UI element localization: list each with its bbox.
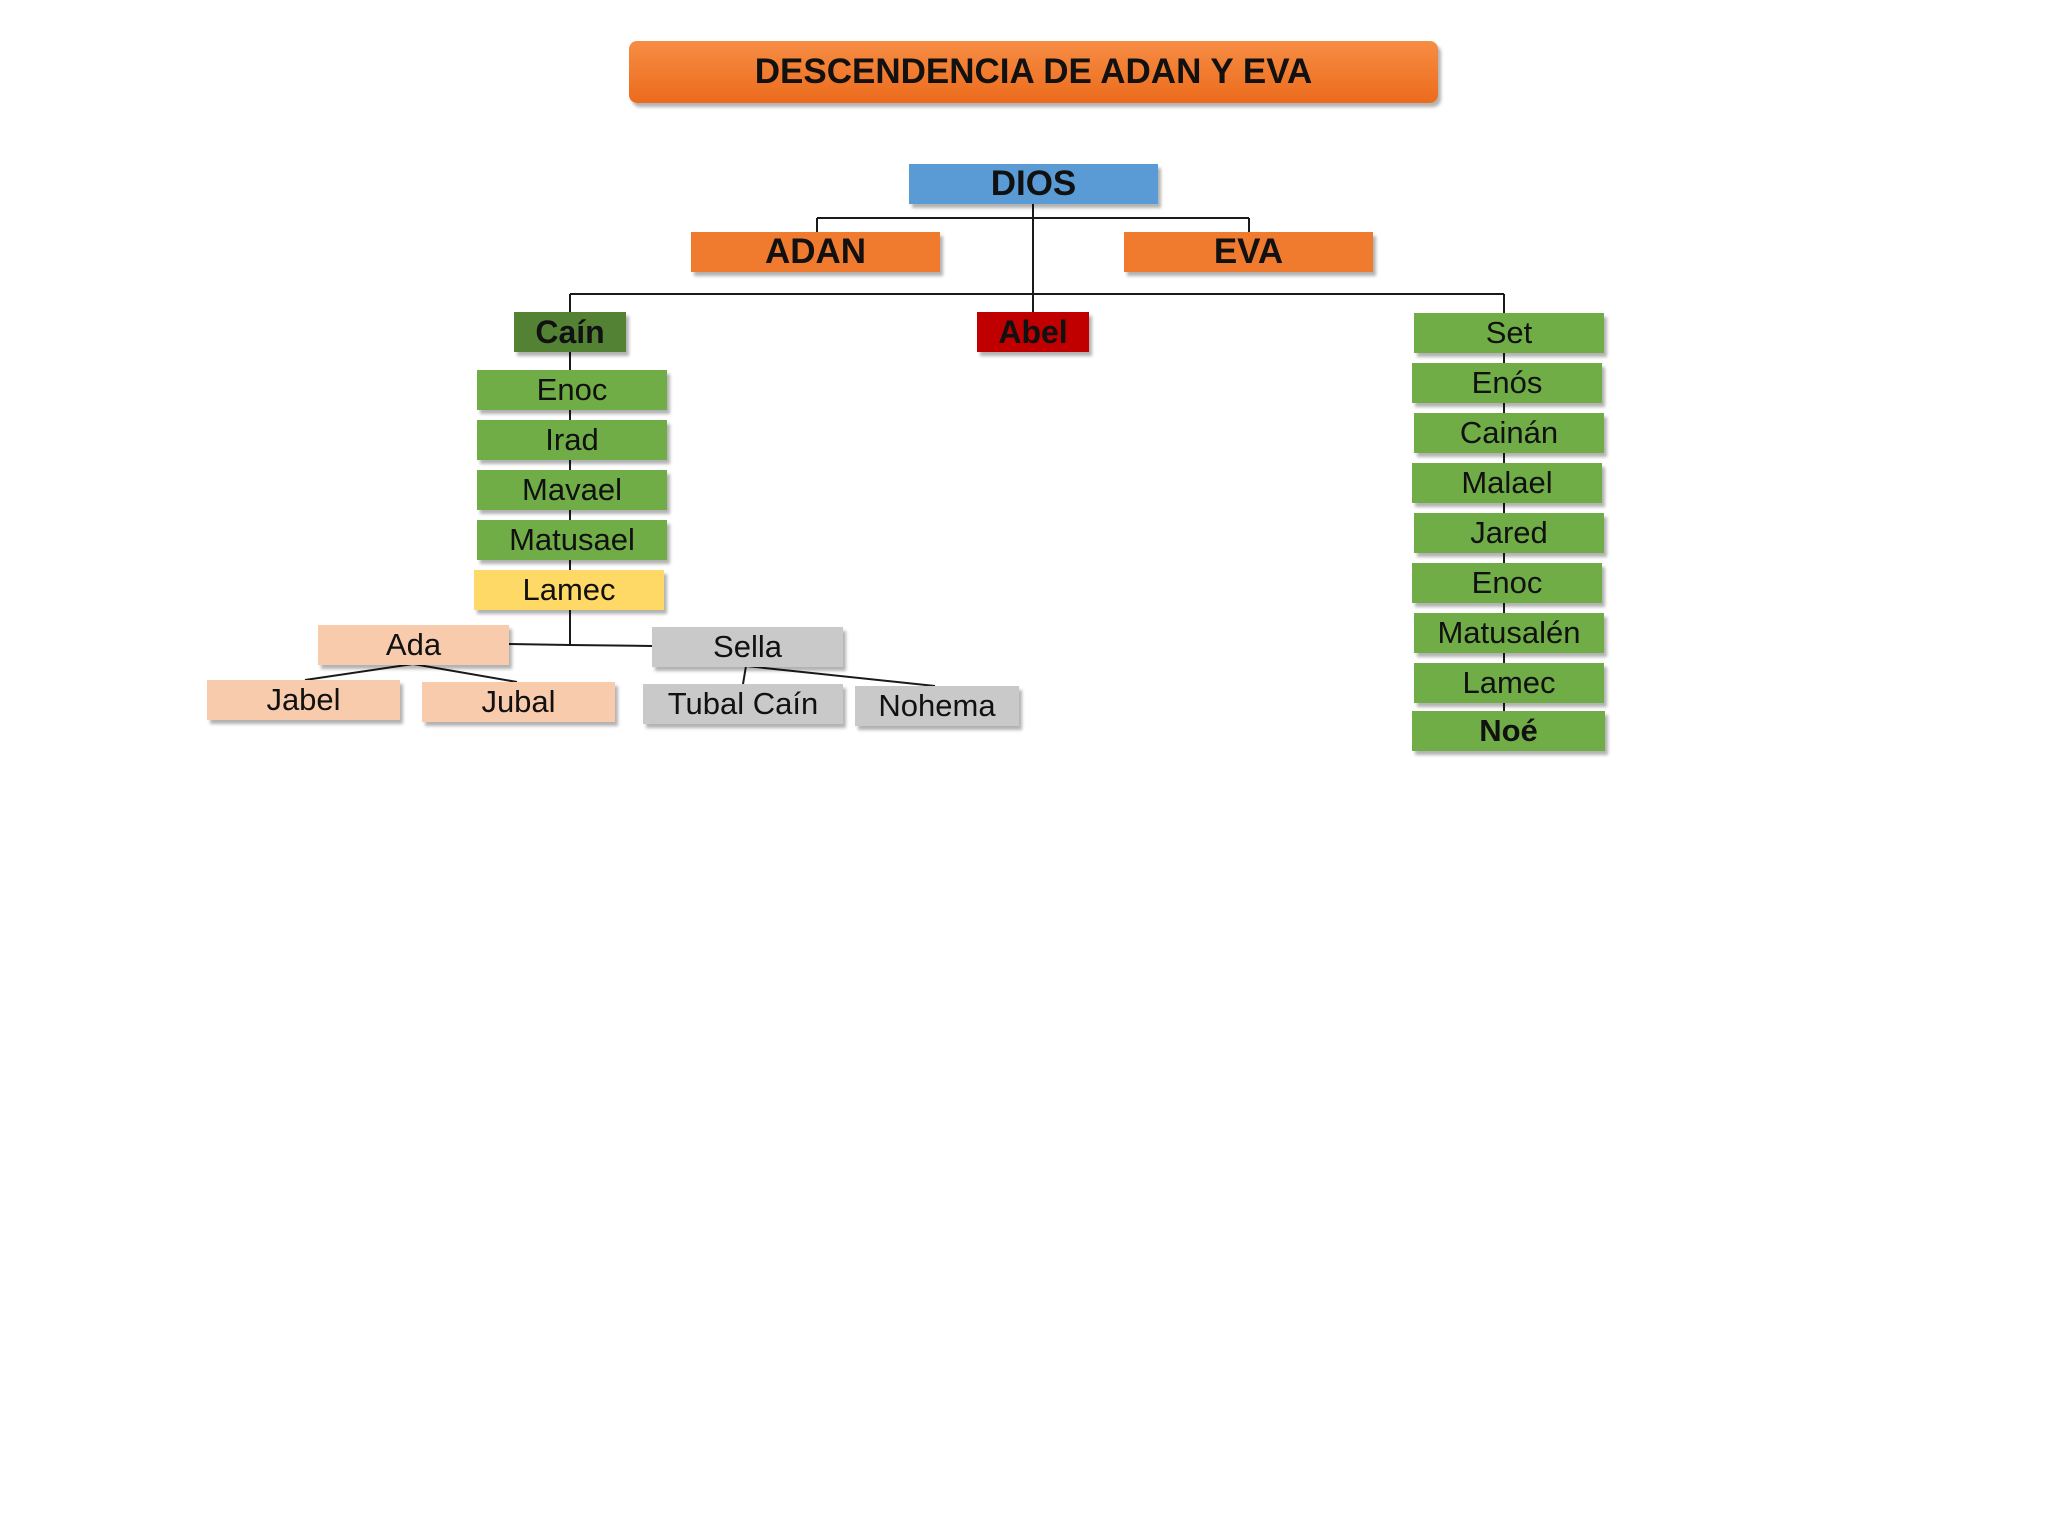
node-set-lamec: Lamec (1414, 663, 1604, 703)
node-eva: EVA (1124, 232, 1373, 272)
node-ada: Ada (318, 625, 509, 665)
line-lamec-to-sella (569, 644, 653, 647)
line-lamec-to-ada (508, 643, 571, 646)
node-set-enoc: Enoc (1412, 563, 1602, 603)
node-irad: Irad (477, 420, 667, 460)
node-dios: DIOS (909, 164, 1158, 204)
node-tubal-cain: Tubal Caín (643, 684, 843, 724)
node-enos: Enós (1412, 363, 1602, 403)
node-jabel: Jabel (207, 680, 400, 720)
line-sella-tubal (742, 665, 747, 685)
node-cain-lamec: Lamec (474, 570, 664, 610)
node-cain: Caín (514, 312, 626, 352)
node-noe: Noé (1412, 711, 1605, 751)
node-sella: Sella (652, 627, 843, 667)
node-adan: ADAN (691, 232, 940, 272)
node-matusalen: Matusalén (1414, 613, 1604, 653)
line-ada-jubal (412, 663, 518, 683)
line-ada-jabel (304, 663, 414, 681)
node-jared: Jared (1414, 513, 1604, 553)
node-matusael: Matusael (477, 520, 667, 560)
node-set: Set (1414, 313, 1604, 353)
node-cain-enoc: Enoc (477, 370, 667, 410)
diagram-title: DESCENDENCIA DE ADAN Y EVA (629, 41, 1438, 103)
line-sella-nohema (745, 665, 936, 687)
node-cainan: Cainán (1414, 413, 1604, 453)
node-mavael: Mavael (477, 470, 667, 510)
node-jubal: Jubal (422, 682, 615, 722)
node-malael: Malael (1412, 463, 1602, 503)
node-nohema: Nohema (855, 686, 1019, 726)
node-abel: Abel (977, 312, 1089, 352)
